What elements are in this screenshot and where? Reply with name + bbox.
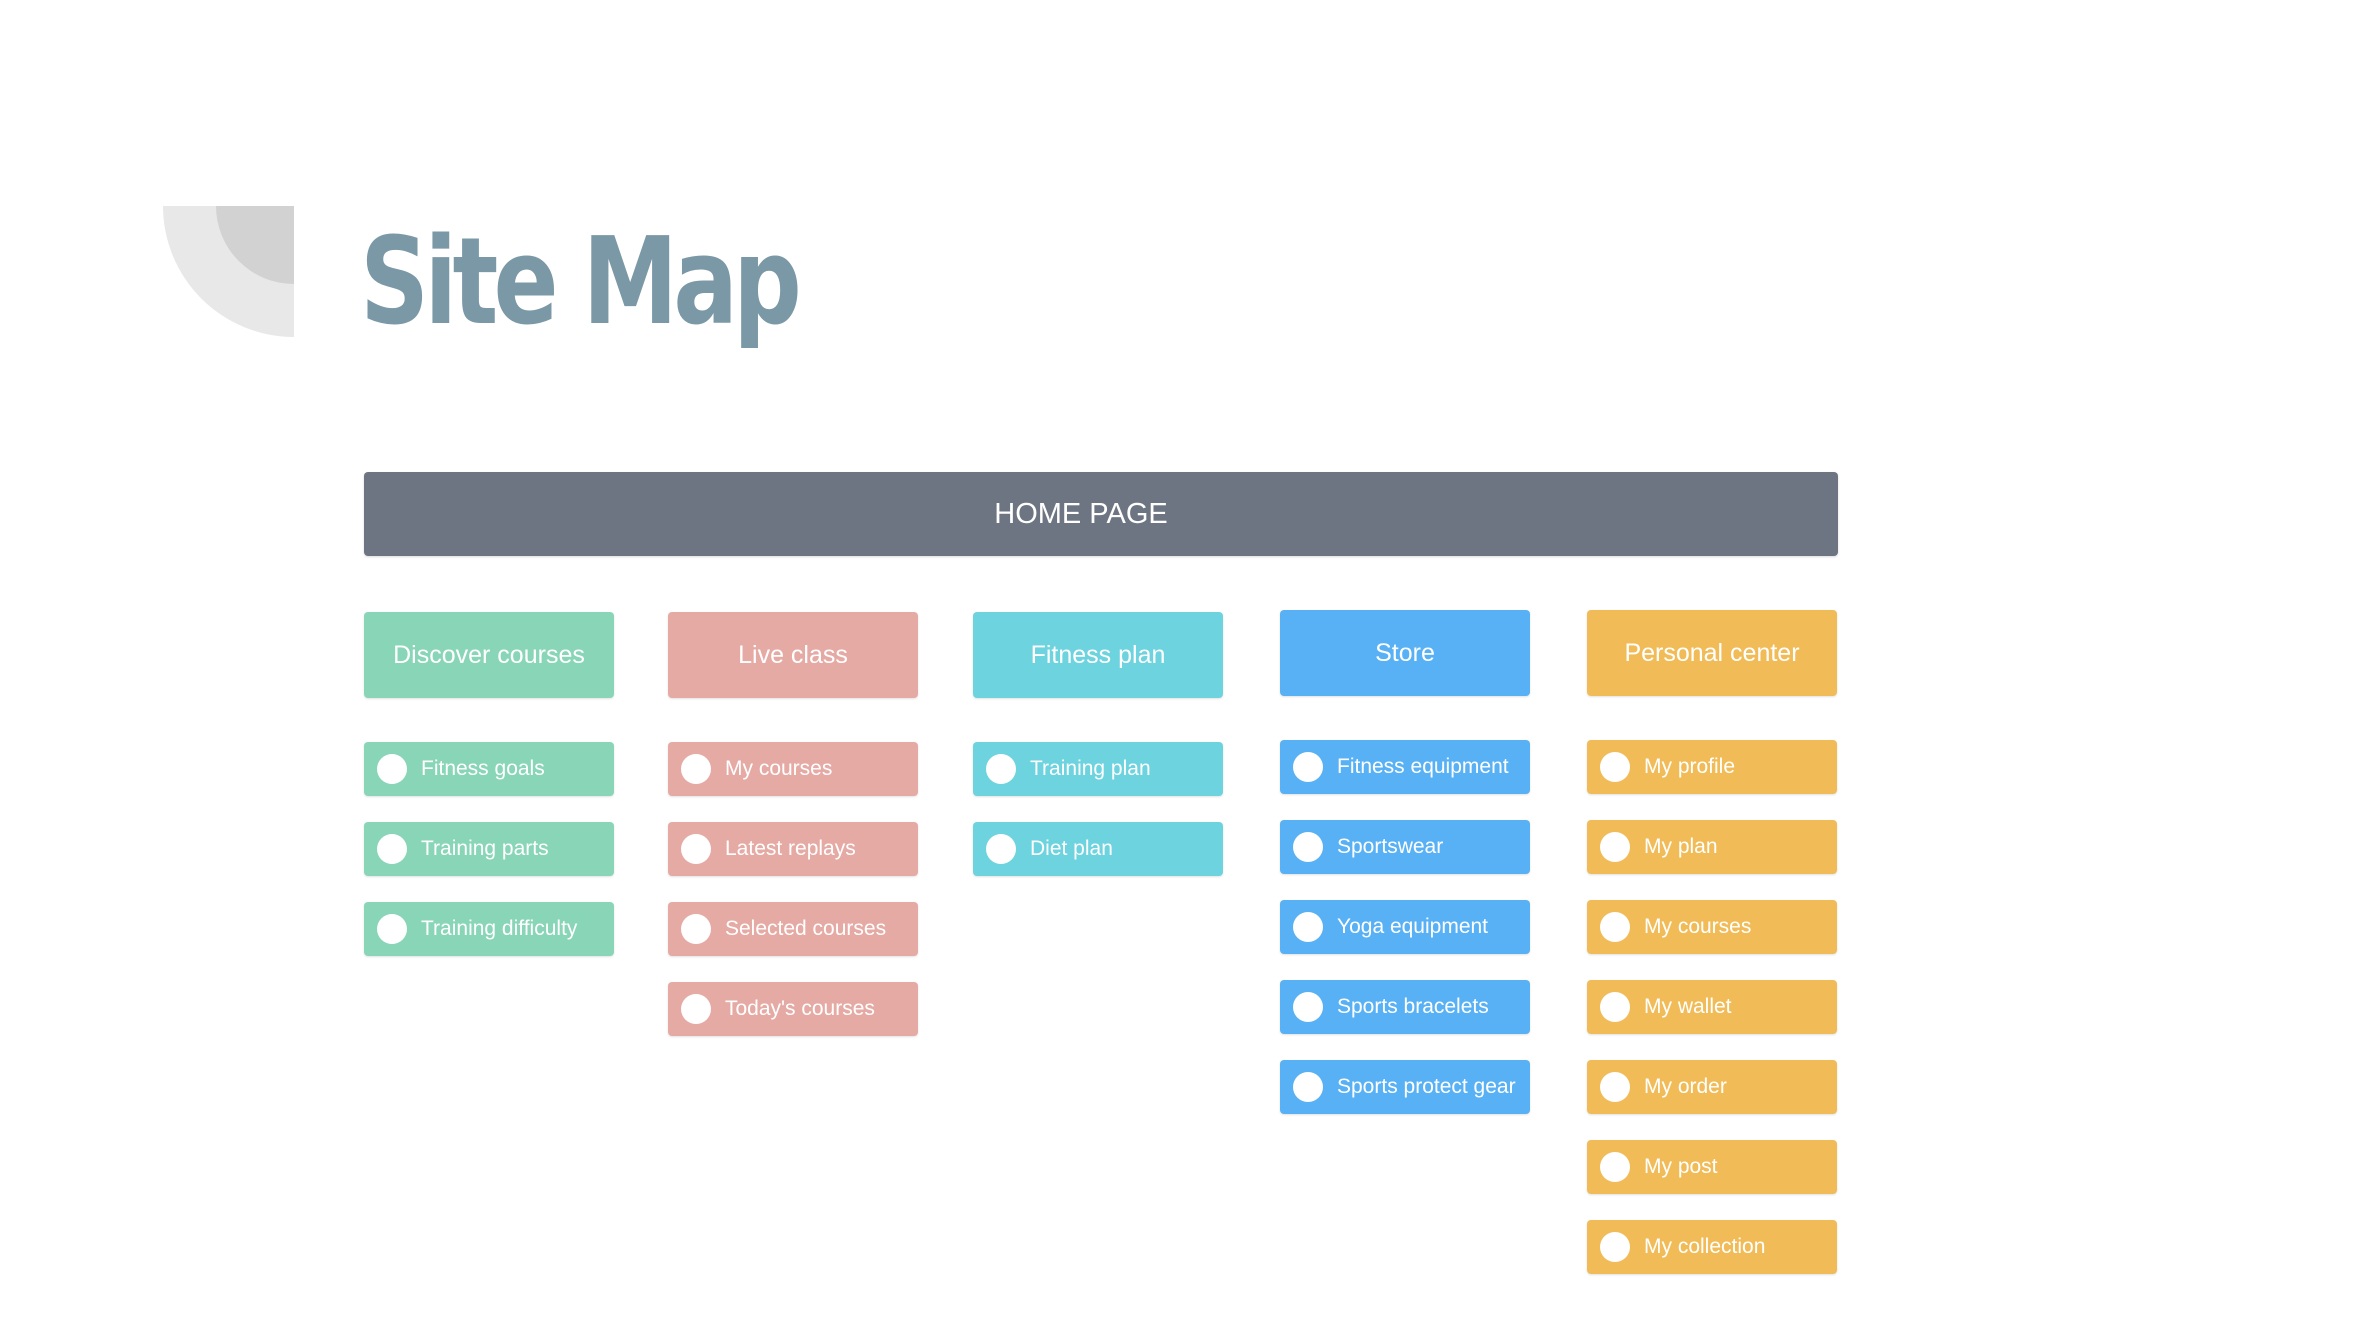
- personal-center-items: My profile My plan My courses My wallet …: [1587, 740, 1837, 1274]
- node-label: My courses: [725, 757, 833, 780]
- node-my-plan: My plan: [1587, 820, 1837, 874]
- circle-icon: [1600, 752, 1630, 782]
- node-label: My wallet: [1644, 995, 1732, 1018]
- store-items: Fitness equipment Sportswear Yoga equipm…: [1280, 740, 1530, 1114]
- circle-icon: [681, 994, 711, 1024]
- node-todays-courses: Today's courses: [668, 982, 918, 1036]
- node-live-class: Live class: [668, 612, 918, 698]
- node-label: Sports bracelets: [1337, 995, 1489, 1018]
- column-discover-courses: Discover courses Fitness goals Training …: [364, 612, 614, 982]
- node-training-plan: Training plan: [973, 742, 1223, 796]
- column-fitness-plan: Fitness plan Training plan Diet plan: [973, 612, 1223, 902]
- column-store: Store Fitness equipment Sportswear Yoga …: [1280, 610, 1530, 1140]
- circle-icon: [1293, 1072, 1323, 1102]
- node-my-post: My post: [1587, 1140, 1837, 1194]
- circle-icon: [1600, 1232, 1630, 1262]
- node-my-wallet: My wallet: [1587, 980, 1837, 1034]
- home-page-node: HOME PAGE: [364, 472, 1838, 556]
- node-label: Fitness equipment: [1337, 755, 1509, 778]
- discover-courses-items: Fitness goals Training parts Training di…: [364, 742, 614, 956]
- node-my-collection: My collection: [1587, 1220, 1837, 1274]
- circle-icon: [1293, 832, 1323, 862]
- node-my-courses: My courses: [1587, 900, 1837, 954]
- circle-icon: [1293, 752, 1323, 782]
- node-store: Store: [1280, 610, 1530, 696]
- column-live-class: Live class My courses Latest replays Sel…: [668, 612, 918, 1062]
- node-label: My profile: [1644, 755, 1736, 778]
- node-label: Training difficulty: [421, 917, 578, 940]
- circle-icon: [377, 914, 407, 944]
- circle-icon: [1600, 992, 1630, 1022]
- circle-icon: [681, 754, 711, 784]
- circle-icon: [986, 754, 1016, 784]
- decorative-quarter-circle: [163, 206, 294, 337]
- node-label: My order: [1644, 1075, 1727, 1098]
- node-label: My courses: [1644, 915, 1752, 938]
- node-selected-courses: Selected courses: [668, 902, 918, 956]
- node-fitness-goals: Fitness goals: [364, 742, 614, 796]
- circle-icon: [986, 834, 1016, 864]
- node-label: Training parts: [421, 837, 549, 860]
- circle-icon: [1600, 1072, 1630, 1102]
- node-label: Yoga equipment: [1337, 915, 1489, 938]
- node-sports-bracelets: Sports bracelets: [1280, 980, 1530, 1034]
- circle-icon: [681, 834, 711, 864]
- circle-icon: [1600, 832, 1630, 862]
- node-label: Selected courses: [725, 917, 887, 940]
- circle-icon: [681, 914, 711, 944]
- node-label: Sports protect gear: [1337, 1075, 1516, 1098]
- node-label: My collection: [1644, 1235, 1766, 1258]
- node-label: Training plan: [1030, 757, 1151, 780]
- node-diet-plan: Diet plan: [973, 822, 1223, 876]
- page-title: Site Map: [360, 213, 802, 352]
- node-my-courses: My courses: [668, 742, 918, 796]
- node-training-parts: Training parts: [364, 822, 614, 876]
- node-personal-center: Personal center: [1587, 610, 1837, 696]
- node-yoga-equipment: Yoga equipment: [1280, 900, 1530, 954]
- node-label: Latest replays: [725, 837, 856, 860]
- fitness-plan-items: Training plan Diet plan: [973, 742, 1223, 876]
- node-label: Today's courses: [725, 997, 875, 1020]
- node-training-difficulty: Training difficulty: [364, 902, 614, 956]
- live-class-items: My courses Latest replays Selected cours…: [668, 742, 918, 1036]
- node-fitness-equipment: Fitness equipment: [1280, 740, 1530, 794]
- node-sportswear: Sportswear: [1280, 820, 1530, 874]
- node-my-profile: My profile: [1587, 740, 1837, 794]
- node-my-order: My order: [1587, 1060, 1837, 1114]
- node-latest-replays: Latest replays: [668, 822, 918, 876]
- node-label: Diet plan: [1030, 837, 1113, 860]
- circle-icon: [1293, 992, 1323, 1022]
- node-label: Sportswear: [1337, 835, 1444, 858]
- column-personal-center: Personal center My profile My plan My co…: [1587, 610, 1837, 1300]
- node-label: My post: [1644, 1155, 1718, 1178]
- node-label: My plan: [1644, 835, 1718, 858]
- node-sports-protect-gear: Sports protect gear: [1280, 1060, 1530, 1114]
- circle-icon: [1293, 912, 1323, 942]
- node-fitness-plan: Fitness plan: [973, 612, 1223, 698]
- circle-icon: [1600, 1152, 1630, 1182]
- node-label: Fitness goals: [421, 757, 545, 780]
- circle-icon: [377, 834, 407, 864]
- circle-icon: [1600, 912, 1630, 942]
- circle-icon: [377, 754, 407, 784]
- node-discover-courses: Discover courses: [364, 612, 614, 698]
